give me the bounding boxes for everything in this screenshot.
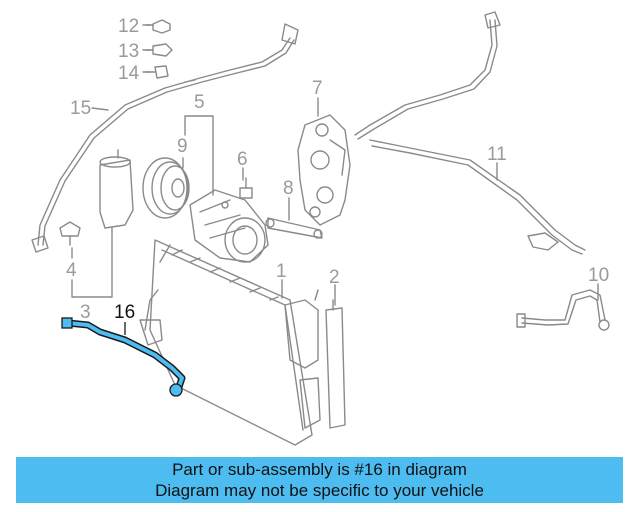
drier-bottle [99, 149, 134, 229]
part-1-condenser [139, 239, 321, 446]
callout-9: 9 [177, 136, 188, 157]
callout-8: 8 [283, 178, 294, 199]
callout-7: 7 [312, 78, 323, 99]
callout-10: 10 [588, 265, 609, 286]
callout-2: 2 [329, 267, 340, 288]
part-16-hose-highlighted [61, 317, 186, 397]
part-2-bar [325, 299, 346, 429]
part-12-clip [146, 19, 171, 34]
callout-6: 6 [237, 149, 248, 170]
part-9-pulley [142, 157, 190, 219]
banner-line-disclaimer: Diagram may not be specific to your vehi… [155, 481, 484, 500]
callout-5: 5 [194, 92, 205, 113]
part-15-hose [31, 23, 299, 253]
callout-14: 14 [118, 63, 140, 84]
callout-11: 11 [487, 144, 507, 165]
callout-16: 16 [114, 302, 135, 323]
callout-13: 13 [118, 41, 139, 62]
callout-3: 3 [80, 302, 91, 323]
callout-1: 1 [276, 261, 287, 282]
part-6-fitting [239, 177, 253, 199]
part-7-bracket [297, 114, 351, 226]
banner-line-part: Part or sub-assembly is #16 in diagram [172, 460, 467, 479]
ac-system-exploded-diagram: 12 13 14 15 5 9 6 7 8 11 10 1 2 4 3 16 [31, 11, 610, 446]
callout-15: 15 [70, 98, 91, 119]
info-banner: Part or sub-assembly is #16 in diagram D… [16, 457, 623, 503]
part-11-hose [354, 11, 586, 255]
part-10-hose [516, 289, 610, 331]
part-4-switch [59, 221, 81, 246]
part-5-compressor [189, 189, 269, 263]
callout-4: 4 [66, 260, 77, 281]
callout-12: 12 [118, 16, 139, 37]
part-13-clip [146, 43, 173, 57]
part-8-arm [265, 217, 323, 239]
